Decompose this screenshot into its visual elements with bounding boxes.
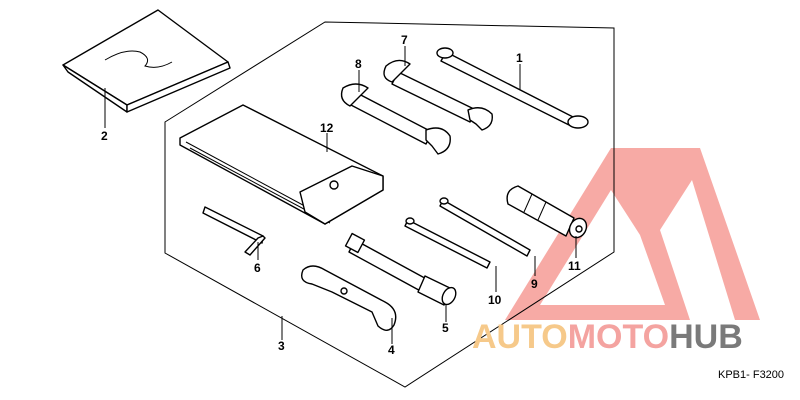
callout-1: 1 (516, 51, 523, 65)
watermark-triangle (505, 148, 760, 320)
box-wrench (436, 47, 589, 129)
callout-10: 10 (488, 293, 502, 307)
leader-lines (104, 46, 577, 344)
manual-bag (62, 9, 231, 113)
callout-9: 9 (531, 277, 538, 291)
open-wrench-7 (383, 59, 493, 131)
watermark-hub: HUB (669, 318, 743, 356)
watermark-moto: MOTO (568, 318, 669, 356)
socket-wrench (344, 232, 457, 306)
callout-12: 12 (320, 121, 334, 135)
callout-11: 11 (568, 259, 581, 273)
hex-key (202, 206, 266, 256)
watermark-logo (505, 148, 760, 320)
kit-boundary (164, 21, 615, 388)
callout-6: 6 (254, 261, 261, 275)
watermark-text: AUTOMOTOHUB (472, 318, 743, 356)
callout-4: 4 (388, 343, 395, 357)
callout-5: 5 (442, 321, 449, 335)
open-wrench-8 (340, 83, 451, 155)
screwdriver-shaft-9 (439, 197, 531, 257)
screwdriver-shaft-10 (404, 217, 491, 269)
watermark-auto: AUTO (472, 318, 568, 356)
pin-spanner (300, 265, 397, 331)
callout-8: 8 (355, 57, 362, 71)
callout-2: 2 (101, 129, 108, 143)
screwdriver-handle (506, 185, 588, 239)
figure-code: KPB1- F3200 (718, 369, 784, 381)
tool-bag (179, 104, 384, 225)
callout-7: 7 (401, 33, 408, 47)
callout-3: 3 (278, 339, 285, 353)
